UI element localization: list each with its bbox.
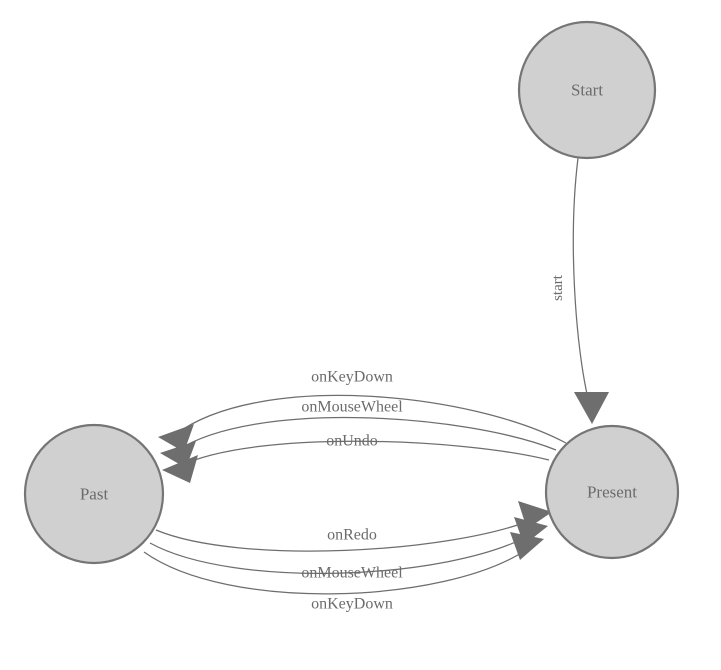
edge-start-label: start bbox=[550, 274, 566, 301]
edge-onredo-label: onRedo bbox=[327, 527, 377, 544]
edge-onredo-path bbox=[155, 518, 535, 552]
node-present-circle bbox=[544, 424, 680, 560]
edge-start[interactable]: start bbox=[550, 157, 609, 424]
edge-onmousewheel-up-path bbox=[177, 416, 557, 451]
node-start[interactable]: Start bbox=[517, 20, 657, 160]
edge-onkeydown-dn-arrowhead bbox=[510, 532, 544, 560]
edge-onmousewheel-dn-label: onMouseWheel bbox=[301, 565, 403, 582]
edge-onkeydown-past-to-present[interactable]: onKeyDown bbox=[143, 532, 544, 613]
node-past-circle bbox=[23, 423, 165, 565]
edge-onundo-present-to-past[interactable]: onUndo bbox=[162, 433, 550, 484]
edge-onmousewheel-dn-path bbox=[149, 534, 531, 574]
edge-onkeydown-dn-path bbox=[143, 549, 527, 595]
node-past[interactable]: Past bbox=[23, 423, 165, 565]
node-present[interactable]: Present bbox=[544, 424, 680, 560]
node-start-label: Start bbox=[571, 81, 603, 100]
edge-onredo-past-to-present[interactable]: onRedo bbox=[155, 501, 552, 552]
edge-start-arrowhead bbox=[574, 392, 609, 424]
edge-start-path bbox=[572, 157, 591, 409]
edge-onkeydown-dn-label: onKeyDown bbox=[311, 596, 393, 613]
node-past-label: Past bbox=[80, 485, 109, 504]
edge-onundo-arrowhead bbox=[162, 455, 198, 483]
edge-onmousewheel-up-label: onMouseWheel bbox=[301, 399, 403, 416]
edge-onundo-label: onUndo bbox=[326, 433, 378, 450]
node-present-label: Present bbox=[587, 483, 637, 502]
node-start-circle bbox=[517, 20, 657, 160]
edge-onkeydown-up-label: onKeyDown bbox=[311, 369, 393, 386]
edge-onkeydown-up-path bbox=[175, 394, 567, 444]
edge-onundo-path bbox=[179, 440, 550, 467]
